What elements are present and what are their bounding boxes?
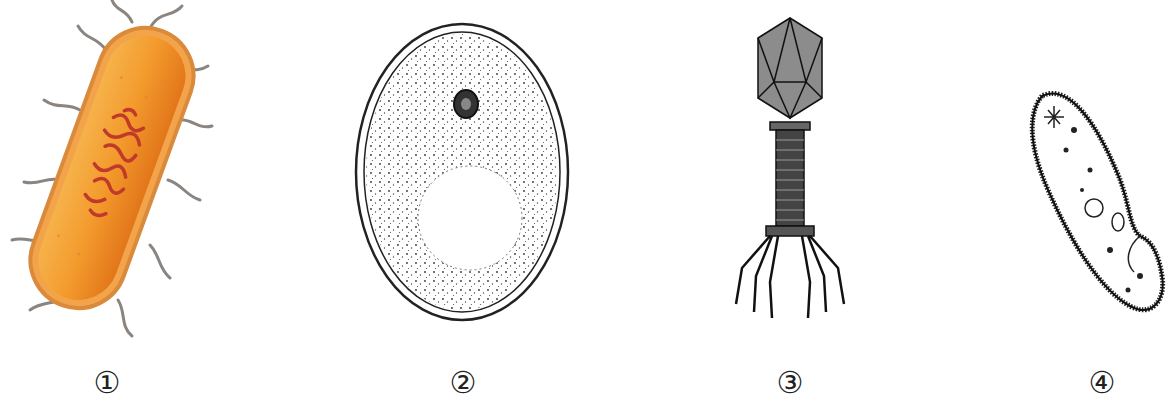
callout-number: ④: [1089, 368, 1116, 398]
plant-cell: [356, 24, 568, 320]
paramecium: [1032, 93, 1162, 309]
callout-number: ②: [450, 368, 477, 398]
callout-number: ③: [777, 368, 804, 398]
bacterium: [12, 0, 212, 336]
bacteriophage: [736, 18, 844, 318]
callout-number: ①: [94, 368, 121, 398]
